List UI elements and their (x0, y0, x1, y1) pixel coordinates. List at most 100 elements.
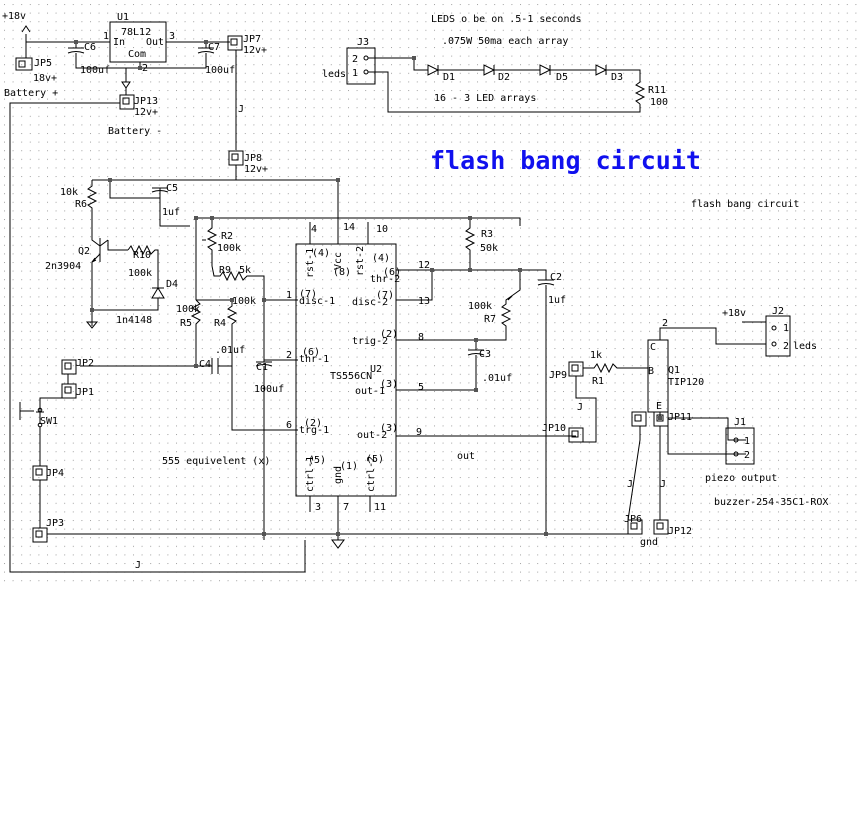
u2-extpin-2: 2 (286, 350, 292, 361)
timing-ladder: R2 100k R9 5k R5 100k R4 100k C4 .01uf C… (80, 217, 521, 540)
jp7-jmark: J (238, 104, 244, 115)
equivalent-note: 555 equivelent (x) (162, 456, 270, 467)
junction-dots (74, 40, 662, 536)
q2-ref: Q2 (78, 246, 90, 257)
r7-value: 100k (468, 301, 492, 312)
battery-minus-label: Battery - (108, 126, 162, 137)
u2-pin-out2: out-2 (357, 430, 387, 441)
u2-extpin-9: 9 (416, 427, 422, 438)
u2-pin-thr1: thr-1 (299, 354, 329, 365)
r2-ref: R2 (221, 231, 233, 242)
j2-supply-label: +18v (722, 308, 746, 319)
c2-ref: C2 (550, 272, 562, 283)
piezo-label: piezo output (705, 473, 777, 484)
c6-ref: C6 (84, 42, 96, 53)
jp2-label: JP2 (76, 358, 94, 369)
u2-extpin-6: 6 (286, 420, 292, 431)
u2-pinnum-rst2: (4) (372, 253, 390, 264)
u2-pin-trig2: trig-2 (352, 336, 388, 347)
u1-part: 78L12 (121, 27, 151, 38)
jp12-label: JP12 (668, 526, 692, 537)
r10-value: 100k (128, 268, 152, 279)
c5-ref: C5 (166, 183, 178, 194)
jp11-jmark: J (627, 479, 633, 490)
jp7-label: JP7 (243, 34, 261, 45)
u1-out: Out (146, 37, 164, 48)
sw1-ref: SW1 (40, 416, 58, 427)
r3-ref: R3 (481, 229, 493, 240)
timer-u2: 4 14 10 rst-1 (4) Vcc (8) rst-2 (4) thr-… (286, 222, 401, 540)
u1-in: In (113, 37, 125, 48)
u2-pin-vcc: Vcc (333, 252, 344, 270)
u2-pinnum-trg1: (2) (304, 418, 322, 429)
r9-ref: R9 (219, 265, 231, 276)
r9-value: 5k (239, 265, 251, 276)
j2-ref: J2 (772, 306, 784, 317)
led-d2-ref: D2 (498, 72, 510, 83)
u2-pinnum-ctrl1: (5) (308, 455, 326, 466)
u2-extpin-11: 11 (374, 502, 386, 513)
r1-ref: R1 (592, 376, 604, 387)
u2-pinnum-out2: (3) (380, 423, 398, 434)
battery-plus-label: Battery + (4, 88, 58, 99)
jp5-label: JP5 (34, 58, 52, 69)
u2-extpin-4: 4 (311, 224, 317, 235)
out-label: out (457, 451, 475, 462)
jp3-label: JP3 (46, 518, 64, 529)
j3-pin1: 1 (352, 68, 358, 79)
u2-extpin-3: 3 (315, 502, 321, 513)
q1-part: TIP120 (668, 377, 704, 388)
j3-ref: J3 (357, 37, 369, 48)
jp8-voltage: 12v+ (244, 164, 268, 175)
j1-ref: J1 (734, 417, 746, 428)
j3-pin2: 2 (352, 54, 358, 65)
u2-pinnum-out1: (3) (380, 379, 398, 390)
u1-pin1: 1 (103, 31, 109, 42)
leds-timing-note: LEDS o be on .5-1 seconds (431, 14, 582, 25)
u2-pinnum-disc1: (7) (299, 289, 317, 300)
grid-area (0, 0, 858, 586)
r4-value: 100k (232, 296, 256, 307)
u2-extpin-13: 13 (418, 296, 430, 307)
jp6-label: JP6 (624, 514, 642, 525)
u2-extpin-7: 7 (343, 502, 349, 513)
u2-extpin-14: 14 (343, 222, 355, 233)
u2-pin-ctrl1: ctrl-1 (305, 456, 316, 492)
led-section: LEDS o be on .5-1 seconds .075W 50ma eac… (322, 14, 668, 113)
u2-pin-trg1: trg-1 (299, 425, 329, 436)
u2-pin-rst1: rst-1 (305, 248, 316, 278)
r10-ref: R10 (133, 250, 151, 261)
jp10-label: JP10 (542, 423, 566, 434)
supply-18v-label: +18v (2, 11, 26, 22)
j3-label: leds (322, 69, 346, 80)
u2-pinnum-vcc: (8) (333, 267, 351, 278)
c3-value: .01uf (482, 373, 512, 384)
return-jmark: J (135, 560, 141, 571)
u2-extpin-8: 8 (418, 332, 424, 343)
buzzer-label: buzzer-254-35C1-ROX (714, 497, 828, 508)
u2-pin-rst2: rst-2 (355, 246, 366, 276)
led-power-note: .075W 50ma each array (442, 36, 568, 47)
connector-j2: J2 1 2 leds (765, 306, 817, 357)
jp13-label: JP13 (134, 96, 158, 107)
c1-ref: C1 (256, 362, 268, 373)
u2-extpin-1: 1 (286, 290, 292, 301)
led-arrays-note: 16 - 3 LED arrays (434, 93, 536, 104)
q2-section: 10k R6 Q2 2n3904 R10 100k D4 1n4148 C5 1… (45, 180, 190, 329)
u2-extpin-5: 5 (418, 382, 424, 393)
r5-value: 100k (176, 304, 200, 315)
driver-input: JP9 JP10 J 1k R1 (542, 350, 648, 443)
diagram-subtitle: flash bang circuit (691, 199, 799, 210)
u2-pinnum-disc2: (7) (376, 290, 394, 301)
jp9-label: JP9 (549, 370, 567, 381)
c1-value: 100uf (254, 384, 284, 395)
jp13-voltage: 12v+ (134, 107, 158, 118)
c4-value: .01uf (215, 345, 245, 356)
jp8-label: JP8 (244, 153, 262, 164)
u2-part: TS556CN (330, 371, 372, 382)
u2-extpin-10: 10 (376, 224, 388, 235)
q1-b: B (648, 366, 654, 377)
u2-pin-out1: out-1 (355, 386, 385, 397)
u2-pinnum-thr1: (6) (302, 347, 320, 358)
